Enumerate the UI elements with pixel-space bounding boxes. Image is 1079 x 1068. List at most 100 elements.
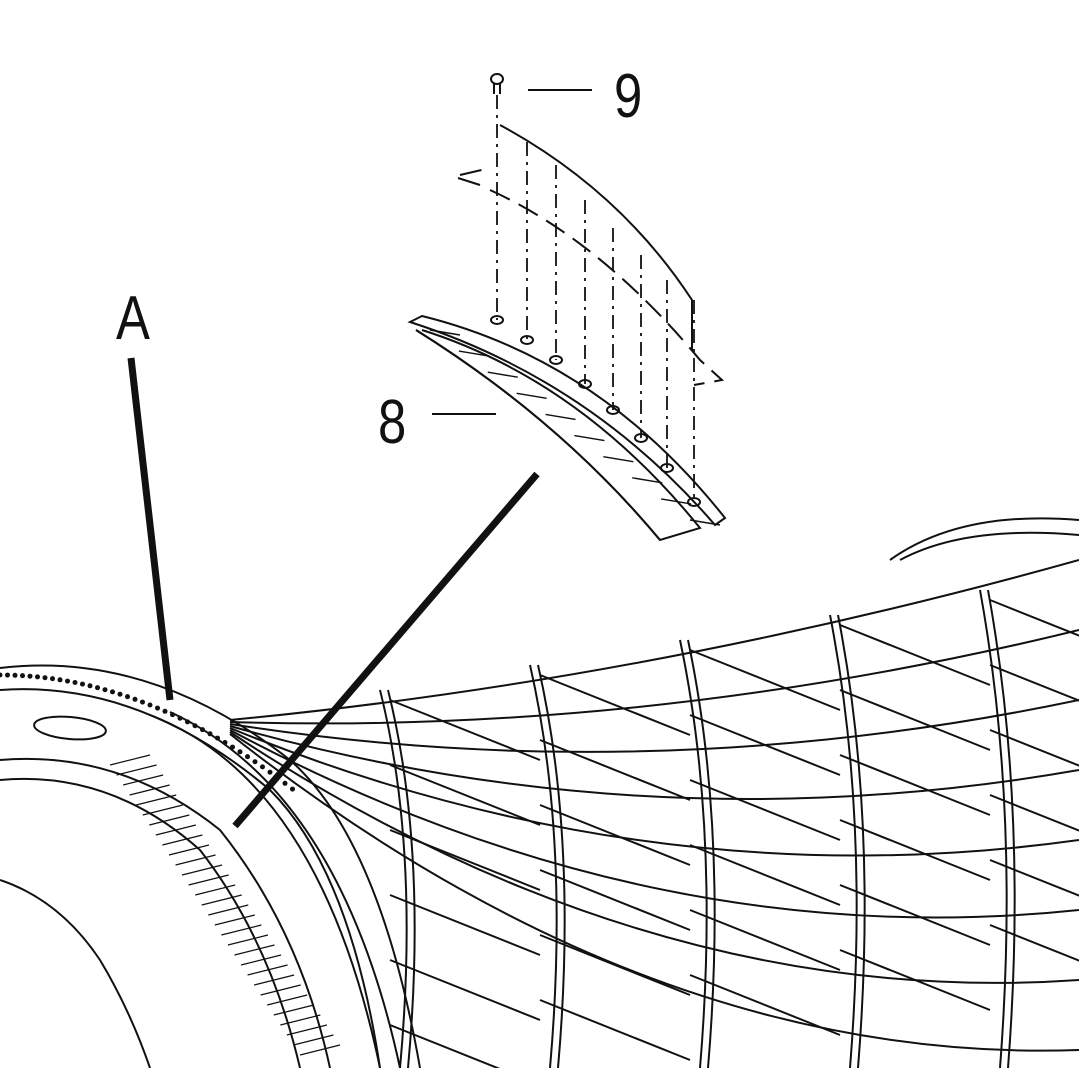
callout-8: 8 <box>378 388 407 457</box>
flange-hole <box>260 764 265 770</box>
seal-rib <box>603 455 634 463</box>
lattice-diagonal <box>839 949 991 1011</box>
mesh-line <box>227 934 269 946</box>
rivet-hole <box>606 405 620 415</box>
lattice-longeron <box>229 699 1079 753</box>
flange-hole <box>192 723 198 729</box>
rivet-hole <box>520 335 534 345</box>
retainer-strip <box>457 124 725 386</box>
mesh-line <box>162 834 203 846</box>
seal-rib <box>458 350 490 357</box>
lattice-diagonal <box>989 859 1079 897</box>
flange-hole <box>267 769 273 775</box>
lattice-longeron <box>229 629 1079 725</box>
lattice-diagonal <box>539 674 691 736</box>
flange-hole <box>110 689 115 695</box>
lattice-diagonal <box>689 779 841 841</box>
mesh-line <box>286 1024 328 1036</box>
fastener-lines <box>496 95 695 502</box>
lattice-diagonal <box>839 689 991 751</box>
lattice-ring <box>679 639 708 1068</box>
flange-hole <box>65 678 70 684</box>
flange-hole <box>125 694 130 700</box>
seal-rib <box>516 392 547 400</box>
mesh-line <box>201 894 242 906</box>
lattice-ring <box>687 639 716 1068</box>
lattice-diagonal <box>689 714 841 776</box>
rivet-hole <box>578 379 592 389</box>
lattice-diagonal <box>839 624 991 686</box>
seal-rib <box>574 434 605 442</box>
flange-hole <box>275 775 280 781</box>
flange-hole <box>72 680 78 685</box>
lattice-longeron <box>229 731 1079 984</box>
mesh-line <box>122 774 164 786</box>
flange-hole <box>230 744 235 750</box>
mesh-line <box>136 794 177 806</box>
lattice-longeron <box>229 733 1079 1052</box>
seal-rib <box>632 477 663 484</box>
flange-hole <box>20 673 25 679</box>
flange-hole <box>222 740 228 745</box>
mesh-line <box>267 994 308 1006</box>
mesh-line <box>149 814 190 826</box>
rivet-hole <box>490 315 504 325</box>
flange-hole <box>0 672 3 678</box>
lattice-diagonal <box>389 829 541 891</box>
lattice-diagonal <box>839 884 991 946</box>
mesh-line <box>175 854 216 866</box>
seal-rib <box>545 413 576 421</box>
lattice-ring <box>387 689 416 1068</box>
callout-9: 9 <box>614 62 643 131</box>
flange-hole <box>245 754 250 760</box>
lattice-diagonal <box>539 934 691 996</box>
mesh-line <box>208 904 249 916</box>
lattice-diagonal <box>689 649 841 711</box>
flange-hole <box>252 759 258 765</box>
mesh-line <box>142 804 183 816</box>
seal-segment <box>407 314 727 542</box>
flange-hole <box>215 735 220 741</box>
flange-hole <box>95 685 100 691</box>
lattice-diagonal <box>389 699 541 761</box>
lattice-diagonal <box>989 599 1079 637</box>
mesh-line <box>181 864 223 876</box>
mesh-line <box>273 1004 314 1016</box>
rivet-icon <box>490 73 504 94</box>
flange-hole <box>50 676 55 682</box>
seal-rib <box>487 371 518 378</box>
lattice-diagonal <box>989 924 1079 962</box>
lattice-ring <box>837 614 866 1068</box>
flange-hole <box>200 727 205 733</box>
mesh-line <box>109 754 151 766</box>
lattice-diagonal <box>539 999 691 1061</box>
rivet-hole <box>687 497 701 507</box>
lattice-diagonal <box>539 739 691 801</box>
flange-hole <box>27 673 33 679</box>
lattice-longeron <box>229 729 1079 919</box>
flange-hole <box>35 674 40 680</box>
leader-a <box>127 357 174 701</box>
mesh-line <box>221 924 262 936</box>
flange-hole <box>57 677 63 683</box>
lattice-diagonal <box>539 804 691 866</box>
lattice-diagonal <box>389 894 541 956</box>
flange-hole <box>140 699 145 705</box>
mesh-line <box>299 1044 341 1056</box>
lattice-diagonal <box>989 664 1079 702</box>
flange-hole <box>185 719 190 725</box>
lattice-ring <box>379 689 408 1068</box>
flange-hole <box>87 683 93 689</box>
callout-a: A <box>116 284 150 353</box>
mesh-line <box>155 824 197 836</box>
seal-rib <box>689 519 721 526</box>
mesh-line <box>116 764 157 776</box>
lattice-ring <box>829 614 858 1068</box>
flange-hole <box>155 705 160 711</box>
flange-hole <box>147 702 153 708</box>
flange-hole <box>170 712 175 718</box>
lattice-longeron <box>229 725 1079 800</box>
lattice-diagonal <box>839 754 991 816</box>
